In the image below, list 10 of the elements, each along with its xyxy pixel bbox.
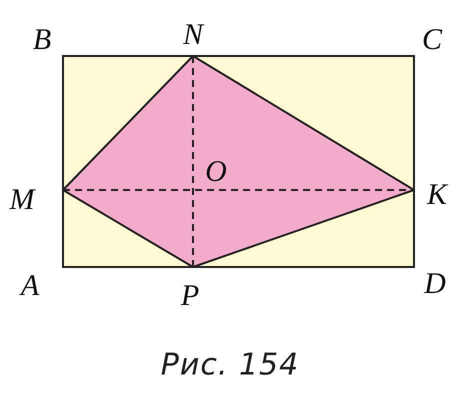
- point-label: C: [422, 25, 442, 55]
- point-label: N: [183, 20, 203, 50]
- point-label: A: [20, 271, 40, 301]
- point-label: B: [32, 25, 52, 55]
- point-label: K: [427, 180, 447, 210]
- point-label: P: [180, 281, 200, 311]
- point-label: D: [424, 269, 446, 299]
- point-label: O: [205, 157, 227, 187]
- figure-caption: Рис. 154: [160, 348, 300, 382]
- point-label: M: [10, 185, 34, 215]
